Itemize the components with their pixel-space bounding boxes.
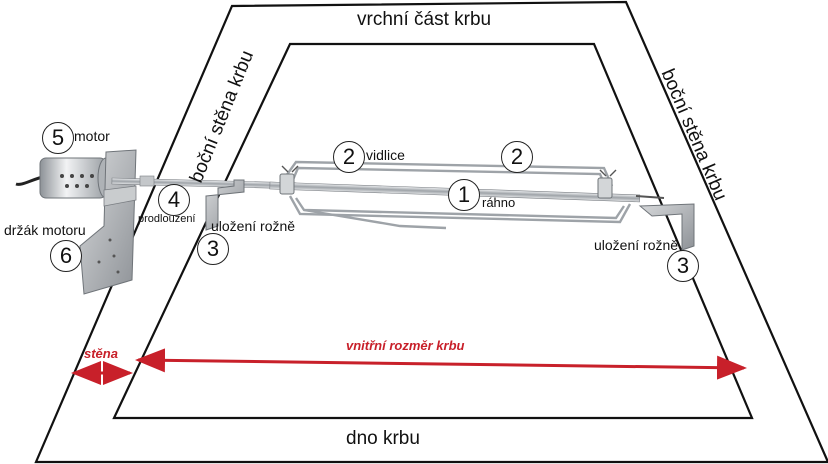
label-vidlice: vidlice <box>366 147 405 163</box>
callout-2-left: 2 <box>333 141 365 173</box>
outer-frame <box>34 0 828 464</box>
callout-6: 6 <box>50 240 82 272</box>
left-spit-holder <box>205 179 245 231</box>
inner-dimension-arrow <box>135 348 747 380</box>
label-inner-dimension: vnitřní rozměr krbu <box>346 338 465 353</box>
label-drzak-motoru: držák motoru <box>4 222 86 238</box>
label-stena: stěna <box>84 346 118 361</box>
callout-1: 1 <box>448 179 480 211</box>
callout-5: 5 <box>42 122 74 154</box>
motor-bracket <box>79 149 137 295</box>
label-top: vrchní část krbu <box>357 9 492 30</box>
motor <box>39 157 115 199</box>
callout-4: 4 <box>158 184 190 216</box>
callout-3-left: 3 <box>197 233 229 265</box>
label-prodlouzeni: prodloužení <box>138 213 196 225</box>
label-motor: motor <box>74 128 110 144</box>
label-rahno: ráhno <box>482 195 516 210</box>
label-ulozeni-left: uložení rožně <box>211 218 296 234</box>
label-ulozeni-right: uložení rožně <box>594 237 679 253</box>
label-bottom: dno krbu <box>346 428 420 449</box>
callout-2-right: 2 <box>501 141 533 173</box>
callout-3-right: 3 <box>667 250 699 282</box>
inner-frame <box>112 42 754 420</box>
